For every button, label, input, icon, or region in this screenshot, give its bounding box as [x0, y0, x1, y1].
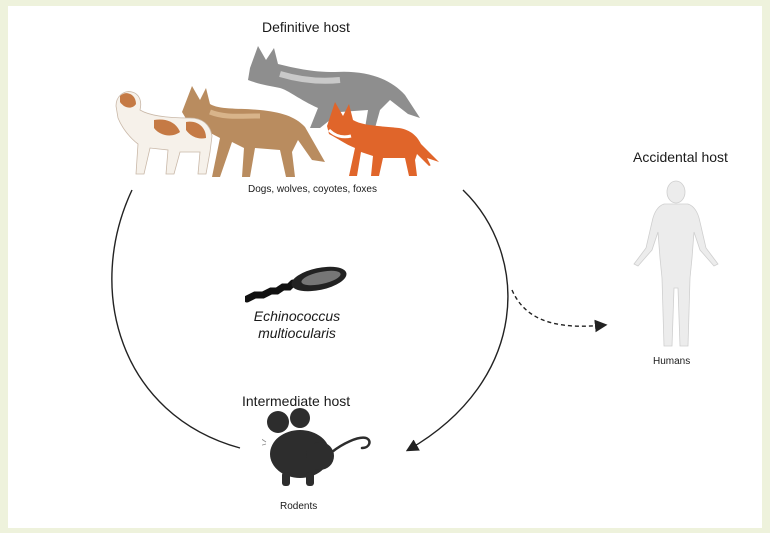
definitive-host-title: Definitive host	[262, 19, 350, 35]
intermediate-host-title: Intermediate host	[242, 393, 350, 409]
arrow-to-accidental-host	[512, 290, 605, 326]
accidental-host-caption: Humans	[653, 356, 690, 367]
human-icon	[628, 178, 724, 348]
dog-icon	[110, 86, 220, 178]
arrow-intermediate-to-definitive	[408, 190, 508, 450]
rodent-icon	[262, 408, 377, 488]
definitive-host-caption: Dogs, wolves, coyotes, foxes	[248, 184, 377, 195]
parasite-name: Echinococcus multiocularis	[244, 308, 350, 342]
parasite-icon	[245, 265, 350, 305]
accidental-host-title: Accidental host	[633, 149, 728, 165]
parasite-name-line2: multiocularis	[244, 325, 350, 342]
fox-icon	[325, 100, 443, 178]
arrow-definitive-to-intermediate	[112, 190, 240, 448]
intermediate-host-caption: Rodents	[280, 501, 317, 512]
parasite-name-line1: Echinococcus	[244, 308, 350, 325]
